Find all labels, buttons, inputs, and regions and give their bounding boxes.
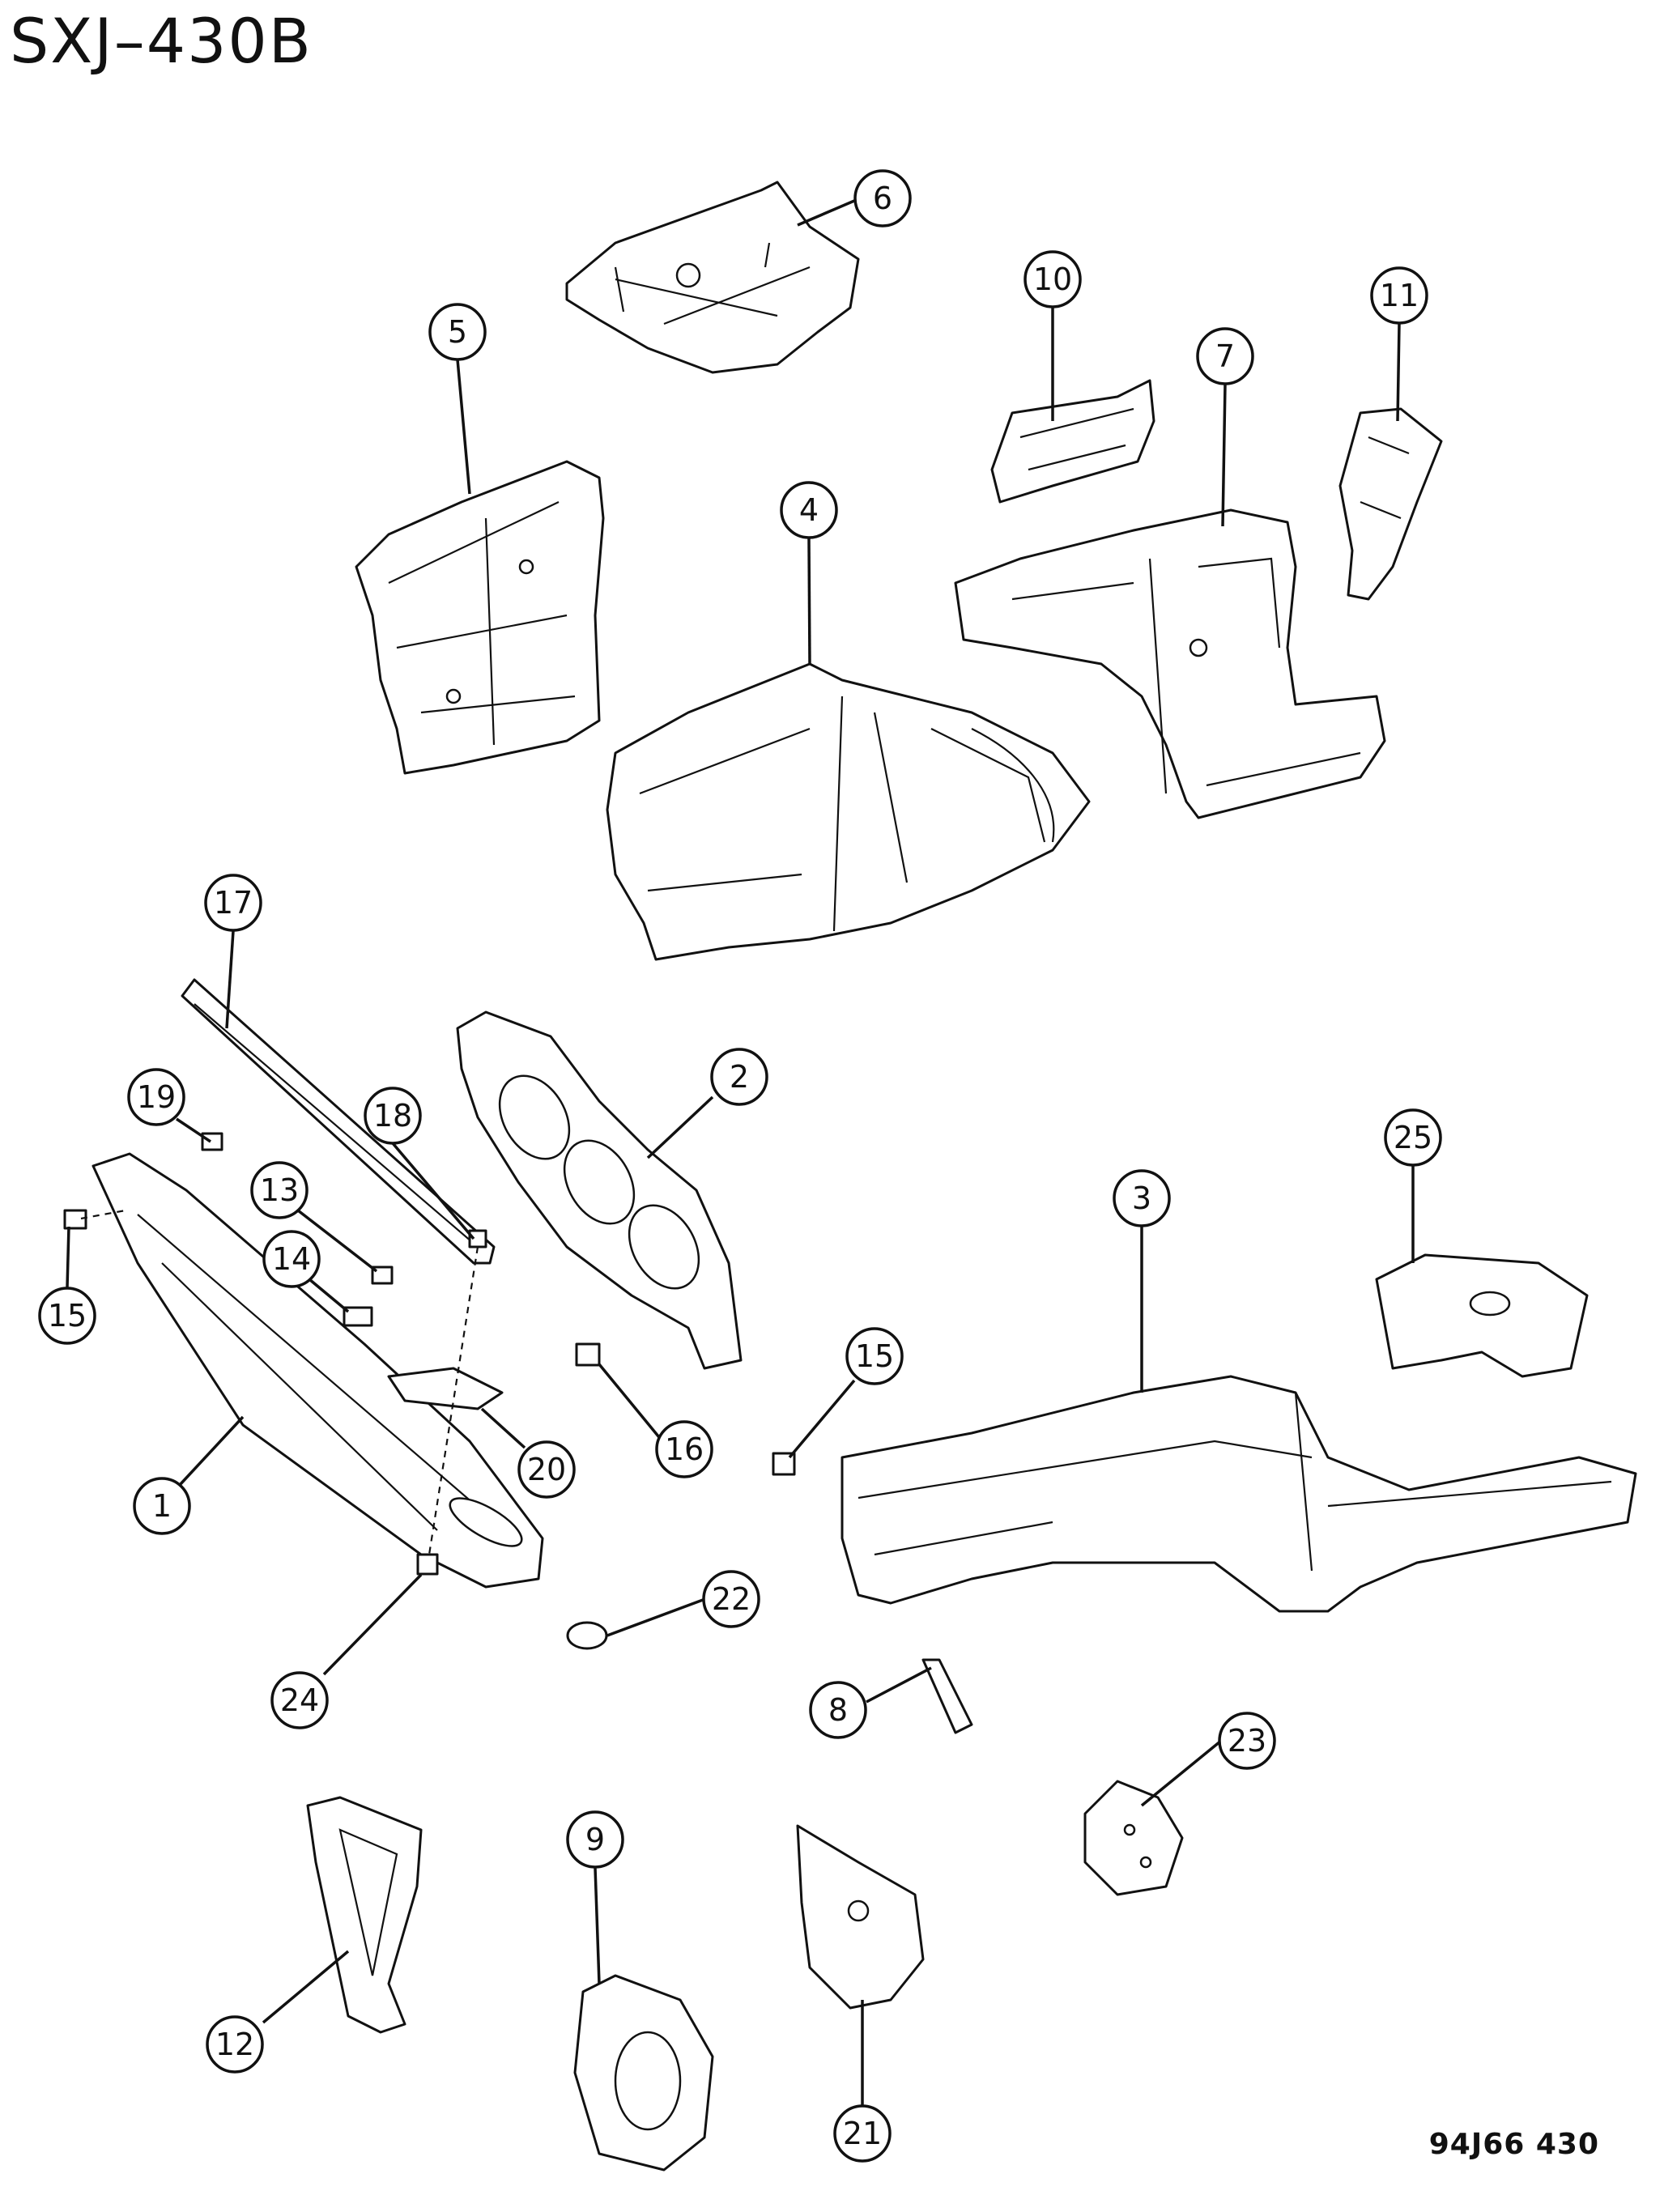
part-10-bracket [990,379,1155,504]
callout-20: 20 [517,1440,576,1499]
callout-9: 9 [566,1810,624,1869]
svg-text:18: 18 [373,1098,412,1134]
svg-text:14: 14 [272,1241,311,1277]
callout-3: 3 [1113,1169,1171,1227]
svg-text:16: 16 [665,1431,704,1467]
svg-text:7: 7 [1215,338,1235,374]
part-17-strip [181,978,496,1265]
small-fasteners [63,1132,973,1734]
callout-10: 10 [1024,250,1082,308]
callout-15-left: 15 [38,1287,96,1345]
part-4-fender-panel [606,662,1091,961]
callout-7: 7 [1196,327,1254,385]
part-21-panel [796,1824,925,2010]
svg-text:20: 20 [527,1452,566,1487]
callout-14: 14 [262,1230,321,1288]
drawing-reference: 94J66 430 [1428,2128,1599,2161]
part-5-inner-panel [355,460,605,775]
callout-12: 12 [206,2015,264,2074]
callout-21: 21 [833,2104,892,2163]
callout-4: 4 [780,481,838,539]
svg-text:9: 9 [585,1822,605,1857]
callout-16: 16 [655,1420,713,1478]
callout-6: 6 [853,169,912,228]
part-3-frame-rail [841,1375,1637,1613]
sheet-title: SXJ–430B [10,5,313,77]
callout-1: 1 [133,1477,191,1535]
callout-22: 22 [702,1570,760,1628]
svg-text:12: 12 [215,2027,254,2062]
svg-text:21: 21 [843,2116,882,2151]
callout-24: 24 [270,1671,329,1729]
callout-13: 13 [250,1161,309,1219]
svg-text:19: 19 [137,1079,176,1115]
callout-11: 11 [1370,266,1428,325]
svg-text:8: 8 [828,1692,848,1728]
svg-text:15: 15 [855,1338,894,1374]
svg-text:23: 23 [1228,1723,1266,1759]
svg-text:15: 15 [48,1298,87,1334]
callout-2: 2 [710,1048,768,1106]
callout-17: 17 [204,874,262,932]
part-6-cowl-panel [565,181,860,374]
svg-text:22: 22 [712,1581,751,1617]
part-11-bracket [1338,407,1443,601]
svg-text:5: 5 [448,314,467,350]
callout-19: 19 [127,1068,185,1126]
part-25-mount [1375,1253,1589,1378]
leader-lines [66,199,1415,2105]
callout-25: 25 [1384,1108,1442,1167]
svg-text:17: 17 [214,885,253,921]
part-7-fender-apron [954,508,1386,819]
part-23-plate [1083,1780,1184,1896]
part-2-rib-bracket [456,1010,743,1370]
svg-text:25: 25 [1394,1120,1432,1155]
svg-text:3: 3 [1132,1180,1151,1216]
callout-8: 8 [809,1681,867,1739]
svg-text:10: 10 [1033,262,1072,297]
part-12-brace [306,1796,423,2034]
svg-text:6: 6 [873,181,892,216]
part-1-crossmember [91,1152,544,1589]
svg-text:1: 1 [152,1488,172,1524]
callout-15-right: 15 [845,1327,904,1385]
svg-text:2: 2 [730,1059,749,1095]
svg-text:24: 24 [280,1682,319,1718]
svg-text:4: 4 [799,492,819,528]
svg-text:13: 13 [260,1172,299,1208]
part-9-bracket [573,1974,714,2172]
callout-18: 18 [364,1087,422,1145]
callout-5: 5 [428,303,487,361]
callout-23: 23 [1218,1712,1276,1770]
svg-text:11: 11 [1380,278,1419,313]
